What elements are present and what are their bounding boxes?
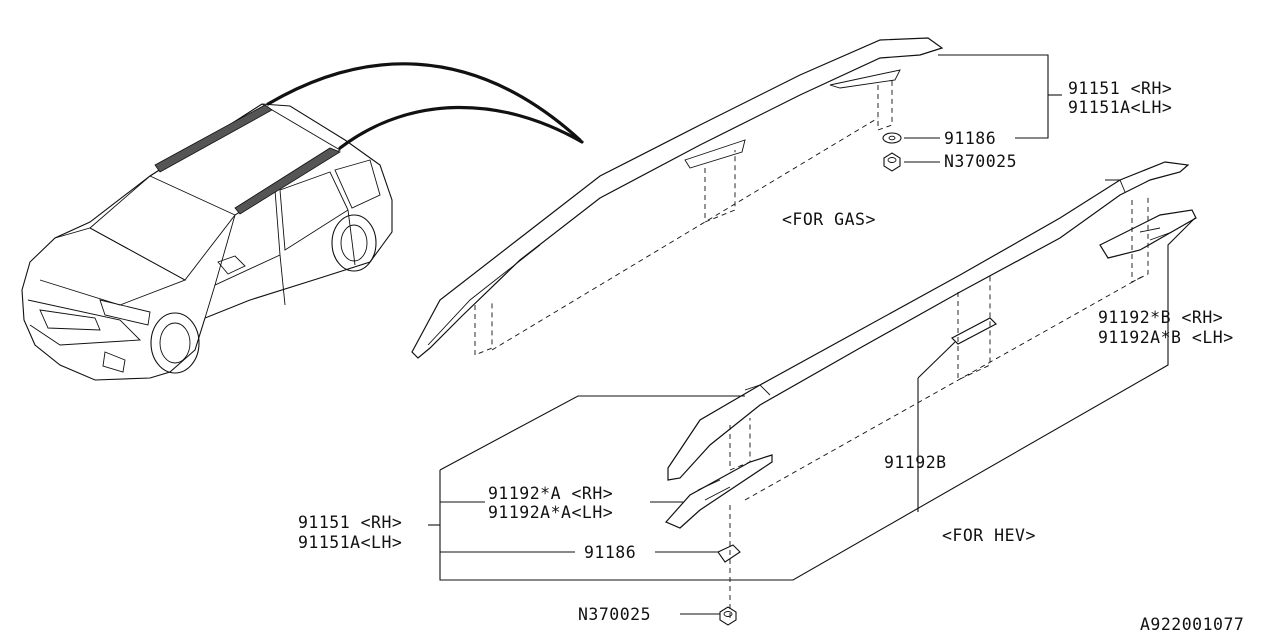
label-gas-rail-rh: 91151 <RH> <box>1068 79 1172 98</box>
gas-washer-icon <box>882 132 902 144</box>
label-gas-washer: 91186 <box>944 129 996 148</box>
hev-washer-icon <box>717 544 741 563</box>
gas-roof-rail <box>411 37 1062 359</box>
label-gas-rail-lh: 91151A<LH> <box>1068 98 1172 117</box>
car-illustration <box>21 62 584 381</box>
label-for-hev: <FOR HEV> <box>942 526 1036 545</box>
label-for-gas: <FOR GAS> <box>782 210 876 229</box>
label-hev-rail-lh: 91151A<LH> <box>298 533 402 552</box>
gas-nut-icon <box>883 152 901 172</box>
label-hev-cover-b-rh: 91192*B <RH> <box>1098 308 1223 327</box>
hev-nut-icon <box>719 606 737 626</box>
diagram-id: A922001077 <box>1140 615 1244 634</box>
label-gas-nut: N370025 <box>944 152 1017 171</box>
label-hev-nut: N370025 <box>578 605 651 624</box>
label-hev-cover-b-lh: 91192A*B <LH> <box>1098 328 1234 347</box>
hev-roof-rail <box>428 161 1197 626</box>
label-hev-rail-rh: 91151 <RH> <box>298 513 402 532</box>
label-hev-cover-a-lh: 91192A*A<LH> <box>488 503 613 522</box>
label-hev-cover-a-rh: 91192*A <RH> <box>488 484 613 503</box>
label-hev-washer: 91186 <box>584 543 636 562</box>
label-hev-pad-b: 91192B <box>884 453 947 472</box>
